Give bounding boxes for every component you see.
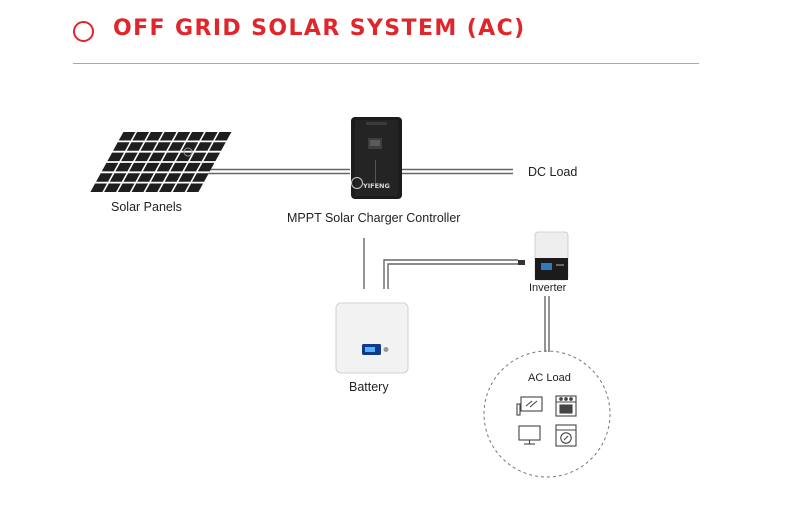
solar-cell <box>203 152 221 162</box>
solar-cell <box>156 162 174 172</box>
tv-icon <box>516 396 543 416</box>
ac-load-boundary <box>483 350 611 478</box>
solar-cell <box>113 142 130 151</box>
solar-cell <box>150 173 168 182</box>
solar-panel <box>90 132 232 192</box>
solar-cell <box>186 183 204 192</box>
washing-machine-icon <box>555 424 577 447</box>
solar-cell <box>129 162 146 172</box>
solar-cell <box>192 173 209 182</box>
solar-cell <box>121 152 138 162</box>
solar-cell <box>184 162 201 172</box>
solar-cell <box>131 183 149 192</box>
solar-cell <box>189 152 207 162</box>
controller-brand: YIFENG <box>362 182 390 190</box>
solar-panels-label: Solar Panels <box>111 200 182 214</box>
solar-cell <box>107 152 124 162</box>
solar-cell <box>145 183 162 192</box>
solar-cell <box>134 152 152 162</box>
solar-cell <box>90 183 108 192</box>
solar-panel-array <box>90 132 232 192</box>
solar-cell <box>159 183 176 192</box>
ac-load-label: AC Load <box>528 372 571 384</box>
solar-cell <box>104 183 121 192</box>
solar-cell <box>172 183 190 192</box>
oven-icon <box>555 395 577 417</box>
solar-cell <box>154 142 171 151</box>
solar-cell <box>101 162 119 172</box>
controller-label: MPPT Solar Charger Controller <box>287 211 461 225</box>
solar-cell <box>132 132 150 141</box>
solar-cell <box>126 142 144 151</box>
battery-device <box>335 302 409 374</box>
solar-cell <box>96 173 113 182</box>
solar-cell <box>162 152 179 162</box>
inverter-device <box>518 231 569 281</box>
solar-cell <box>178 173 196 182</box>
dc-load-label: DC Load <box>528 165 578 179</box>
inverter-label: Inverter <box>529 282 567 294</box>
solar-cell <box>201 132 218 141</box>
solar-cell <box>146 132 163 141</box>
solar-cell <box>109 173 127 182</box>
computer-monitor-icon <box>518 425 541 445</box>
solar-cell <box>123 173 141 182</box>
solar-cell <box>197 162 215 172</box>
solar-cell <box>167 142 185 151</box>
solar-cell <box>176 152 193 162</box>
solar-cell <box>117 183 135 192</box>
solar-cell <box>173 132 191 141</box>
solar-cell <box>164 173 182 182</box>
solar-cell <box>170 162 187 172</box>
solar-cell <box>142 162 160 172</box>
page-title: OFF GRID SOLAR SYSTEM (AC) <box>113 16 526 41</box>
solar-cell <box>137 173 154 182</box>
brand-logo-icon <box>351 177 363 189</box>
title-divider <box>73 63 699 64</box>
solar-cell <box>148 152 166 162</box>
solar-cell <box>195 142 213 151</box>
solar-cell <box>209 142 226 151</box>
mppt-controller-device: YIFENG <box>351 117 402 199</box>
battery-label: Battery <box>349 380 389 394</box>
solar-cell <box>159 132 177 141</box>
wiring <box>187 168 550 352</box>
solar-cell <box>140 142 158 151</box>
solar-cell <box>214 132 232 141</box>
panel-junction-icon <box>183 147 193 157</box>
solar-cell <box>187 132 204 141</box>
solar-cell <box>115 162 133 172</box>
ac-load-group <box>483 350 611 478</box>
title-circle-icon <box>73 21 94 42</box>
solar-cell <box>118 132 136 141</box>
